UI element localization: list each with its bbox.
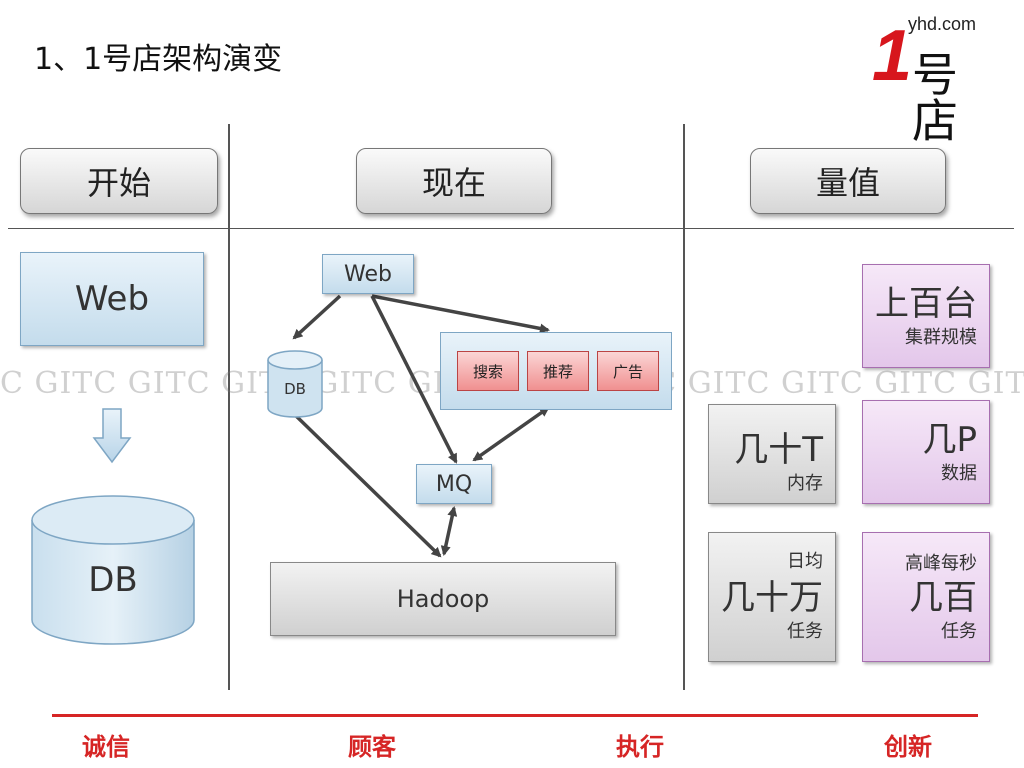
service-ads: 广告 [597,351,659,391]
value-peak-small: 任务 [941,621,977,642]
value-peak-big: 几百 [909,578,977,618]
column-divider-left [228,124,230,690]
value-memory-box: 几十T 内存 [708,404,836,504]
value-data-small: 数据 [941,463,977,484]
value-peak-box: 高峰每秒 几百 任务 [862,532,990,662]
footer-value-integrity: 诚信 [82,733,130,761]
arrow-mq-hadoop [440,506,458,556]
page-title: 1、1号店架构演变 [34,42,283,77]
value-memory-big: 几十T [734,430,823,470]
service-search: 搜索 [457,351,519,391]
now-web-box: Web [322,254,414,294]
header-divider [8,228,1014,229]
now-hadoop-box: Hadoop [270,562,616,636]
logo-text: 号店 [912,48,958,148]
footer-value-innovation: 创新 [884,733,932,761]
footer-value-customer: 顾客 [348,733,396,761]
start-db-cylinder [31,495,195,645]
column-divider-right [683,124,685,690]
value-data-big: 几P [922,420,977,460]
service-recommend: 推荐 [527,351,589,391]
arrow-web-mq [370,295,458,464]
now-db-cylinder [267,350,323,418]
value-cluster-small: 集群规模 [905,327,977,348]
start-db-label: DB [88,560,138,600]
value-memory-small: 内存 [787,473,823,494]
value-tasks-small: 任务 [787,621,823,642]
value-cluster-big: 上百台 [875,284,977,324]
value-tasks-top: 日均 [787,551,823,572]
header-now: 现在 [356,148,552,214]
header-value: 量值 [750,148,946,214]
now-db-label: DB [284,380,306,398]
arrow-web-db [292,294,342,340]
flow-arrows [290,294,550,558]
now-mq-box: MQ [416,464,492,504]
value-tasks-big: 几十万 [721,578,823,618]
header-start: 开始 [20,148,218,214]
footer-divider [52,714,978,717]
footer-value-execution: 执行 [616,733,664,761]
arrow-db-hadoop [290,410,442,558]
down-arrow-icon [92,408,132,464]
logo-one: 1 [872,16,913,96]
value-tasks-box: 日均 几十万 任务 [708,532,836,662]
services-container: 搜索 推荐 广告 [440,332,672,410]
arrow-mq-services [472,406,550,462]
yhd-logo: yhd.com 1 号店 [872,14,992,144]
value-data-box: 几P 数据 [862,400,990,504]
value-cluster-box: 上百台 集群规模 [862,264,990,368]
logo-url: yhd.com [908,14,977,34]
arrow-web-services [371,294,550,334]
value-peak-top: 高峰每秒 [905,553,977,574]
start-web-box: Web [20,252,204,346]
